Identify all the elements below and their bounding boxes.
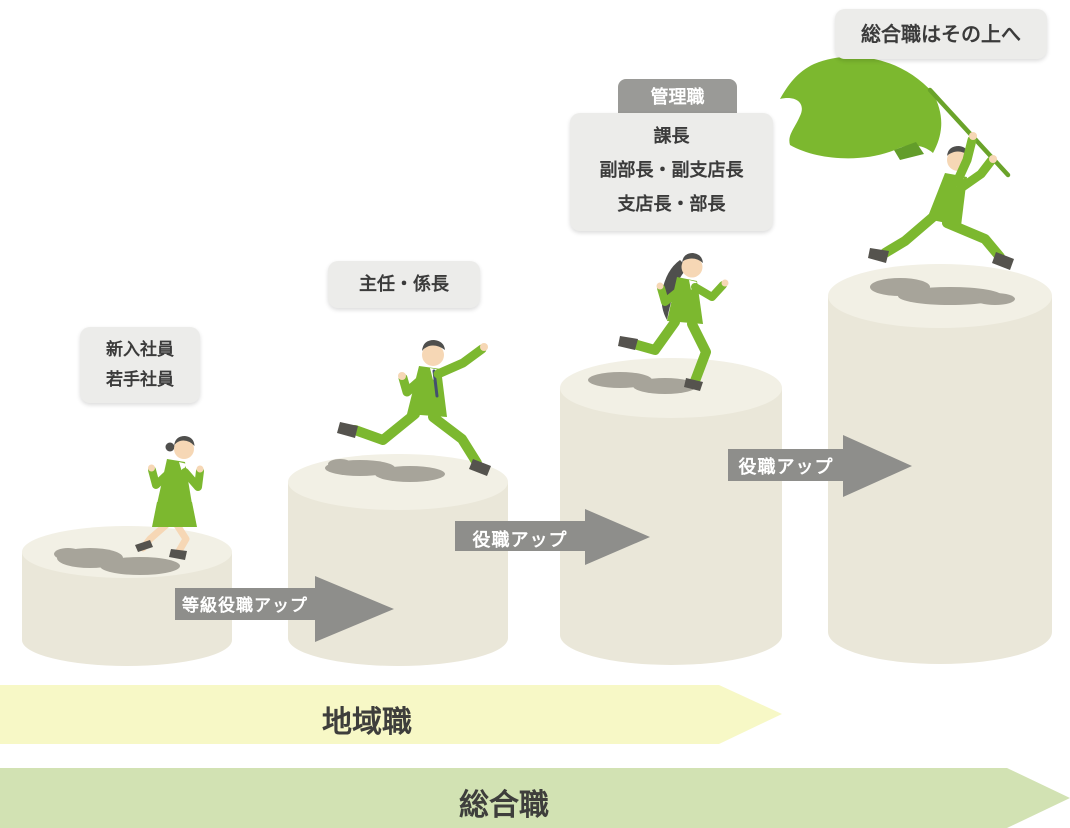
runner-woman-junior-icon bbox=[135, 436, 204, 560]
label-box-top-note: 総合職はその上へ bbox=[835, 9, 1047, 59]
promotion-arrow-label-1: 等級役職アップ bbox=[182, 596, 308, 616]
shoe bbox=[868, 248, 889, 263]
footprint-shadow bbox=[870, 278, 1015, 305]
promotion-arrow-1 bbox=[175, 576, 394, 642]
promotion-arrow-label-2: 役職アップ bbox=[472, 530, 568, 551]
shoe bbox=[169, 549, 187, 560]
pedestal-4 bbox=[828, 264, 1052, 664]
band-comprehensive-arrow bbox=[0, 768, 1070, 828]
label-box-step3: 課長 副部長・副支店長 支店長・部長 bbox=[570, 113, 773, 231]
label-line: 課長 bbox=[653, 126, 690, 147]
pedestal-body bbox=[560, 388, 782, 665]
promotion-arrow-label-3: 役職アップ bbox=[738, 457, 834, 478]
label-line: 支店長・部長 bbox=[617, 194, 726, 215]
label-box-step1: 新入社員 若手社員 bbox=[80, 327, 200, 403]
runner-woman-manager-icon bbox=[618, 253, 729, 391]
shoe bbox=[992, 252, 1014, 270]
head bbox=[422, 344, 444, 366]
band-label-regional: 地域職 bbox=[322, 705, 412, 740]
head bbox=[174, 439, 194, 459]
label-line: 副部長・副支店長 bbox=[599, 160, 744, 181]
shoe bbox=[684, 378, 703, 391]
promotion-arrow-3 bbox=[728, 435, 912, 497]
promotion-arrow-2 bbox=[455, 509, 650, 565]
skirt bbox=[152, 502, 197, 527]
pedestal-3 bbox=[560, 358, 782, 665]
label-line: 若手社員 bbox=[106, 370, 174, 390]
shoe bbox=[337, 422, 358, 438]
runner-man-chief-icon bbox=[337, 340, 491, 476]
band-regional-arrow bbox=[0, 685, 782, 744]
label-line: 新入社員 bbox=[106, 340, 174, 360]
footprint-shadow bbox=[588, 372, 697, 394]
shoe bbox=[469, 459, 491, 476]
pedestal-body bbox=[22, 552, 232, 666]
label-box-step2: 主任・係長 bbox=[328, 261, 480, 308]
footprint-shadow bbox=[325, 459, 445, 482]
band-label-comprehensive: 総合職 bbox=[459, 788, 549, 823]
head bbox=[681, 256, 703, 278]
pedestal-body bbox=[828, 296, 1052, 664]
shoe bbox=[618, 336, 638, 350]
pedestal-1 bbox=[22, 526, 232, 666]
label-line: 主任・係長 bbox=[359, 274, 449, 295]
flag-icon bbox=[780, 56, 942, 159]
shoe bbox=[135, 540, 153, 552]
runner-man-flag-icon bbox=[780, 56, 1014, 270]
footprint-shadow bbox=[54, 548, 180, 575]
